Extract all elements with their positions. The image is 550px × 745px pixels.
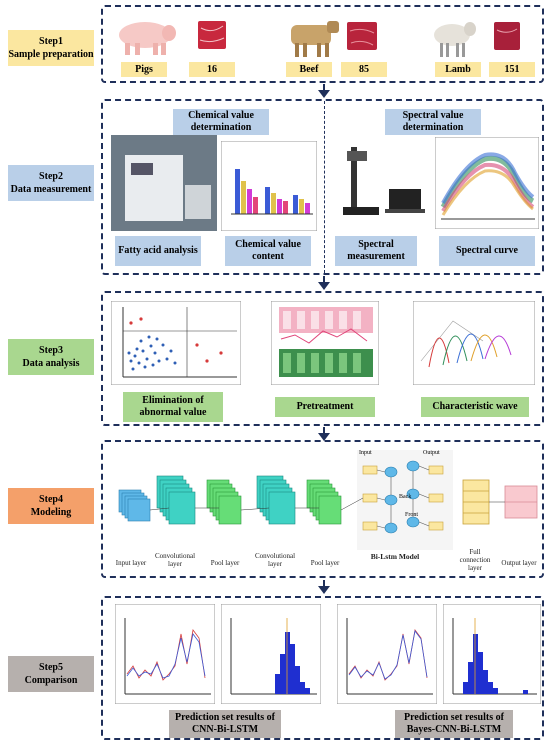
full-connection-layer-label: Full connection layer bbox=[459, 548, 491, 572]
bayes-cnn-bilstm-results-label: Prediction set results of Bayes-CNN-Bi-L… bbox=[395, 710, 513, 738]
animal-count-beef: 85 bbox=[341, 62, 387, 77]
bayes-cnn-bilstm-error-histogram bbox=[443, 604, 541, 704]
pork-meat-icon bbox=[198, 21, 226, 49]
characteristic-wave-label: Characteristic wave bbox=[421, 397, 529, 417]
animal-count-pigs: 16 bbox=[189, 62, 235, 77]
step4-panel: Input Output Back Front Input layer Conv… bbox=[101, 440, 544, 578]
bilstm-front-label: Front bbox=[405, 512, 419, 518]
lamb-icon bbox=[434, 22, 476, 57]
chemical-value-content-label: Chemical value content bbox=[225, 236, 311, 266]
pretreatment-label: Pretreatment bbox=[275, 397, 375, 417]
chemical-value-chart bbox=[221, 141, 317, 231]
spectral-value-header: Spectral value determination bbox=[385, 109, 481, 135]
step1-panel: Pigs 16 Beef 85 Lamb 151 bbox=[101, 5, 544, 83]
spectrometer-image bbox=[333, 137, 429, 229]
cow-icon bbox=[291, 21, 339, 57]
output-layer-label: Output layer bbox=[501, 559, 537, 567]
spectral-curve-label: Spectral curve bbox=[439, 236, 535, 266]
convolutional-layer-2-label: Convolutional layer bbox=[254, 552, 296, 568]
cnn-bilstm-error-histogram bbox=[221, 604, 321, 704]
fatty-acid-instrument-image bbox=[111, 135, 217, 231]
step3-panel: Elimination of abnormal value Pretreatme… bbox=[101, 291, 544, 426]
step2-panel: Chemical value determination Spectral va… bbox=[101, 99, 544, 275]
chemical-value-header: Chemical value determination bbox=[173, 109, 269, 135]
spectral-measurement-label: Spectral measurement bbox=[335, 236, 417, 266]
cnn-bilstm-results-label: Prediction set results of CNN-Bi-LSTM bbox=[169, 710, 281, 738]
cnn-bilstm-prediction-plot bbox=[115, 604, 215, 704]
flow-arrow bbox=[318, 580, 330, 594]
flow-arrow bbox=[318, 84, 330, 98]
pool-layer-2-label: Pool layer bbox=[310, 559, 340, 567]
elimination-abnormal-value-label: Elimination of abnormal value bbox=[123, 392, 223, 422]
spectral-curve-chart bbox=[435, 137, 539, 229]
bilstm-model-label: Bi-Lstm Model bbox=[370, 552, 420, 561]
input-layer-label: Input layer bbox=[115, 559, 147, 567]
convolutional-layer-1-label: Convolutional layer bbox=[154, 552, 196, 568]
beef-meat-icon bbox=[347, 22, 377, 50]
pig-icon bbox=[119, 22, 176, 55]
bilstm-output-label: Output bbox=[423, 450, 440, 456]
lamb-meat-icon bbox=[494, 22, 520, 50]
animal-name-beef: Beef bbox=[286, 62, 332, 77]
flow-arrow bbox=[318, 276, 330, 290]
animal-count-lamb: 151 bbox=[489, 62, 535, 77]
bilstm-input-label: Input bbox=[359, 450, 372, 456]
characteristic-wave-chart bbox=[413, 301, 535, 385]
pretreatment-chart bbox=[271, 301, 379, 385]
pool-layer-1-label: Pool layer bbox=[210, 559, 240, 567]
cnn-bilstm-architecture-diagram bbox=[118, 450, 538, 550]
abnormal-value-scatter-plot bbox=[111, 301, 241, 385]
step5-panel: Prediction set results of CNN-Bi-LSTM Pr… bbox=[101, 596, 544, 740]
flow-arrow bbox=[318, 427, 330, 441]
animal-name-lamb: Lamb bbox=[435, 62, 481, 77]
bayes-cnn-bilstm-prediction-plot bbox=[337, 604, 437, 704]
bilstm-back-label: Back bbox=[399, 494, 412, 500]
fatty-acid-analysis-label: Fatty acid analysis bbox=[115, 236, 201, 266]
step2-divider bbox=[324, 101, 325, 273]
animal-name-pigs: Pigs bbox=[121, 62, 167, 77]
